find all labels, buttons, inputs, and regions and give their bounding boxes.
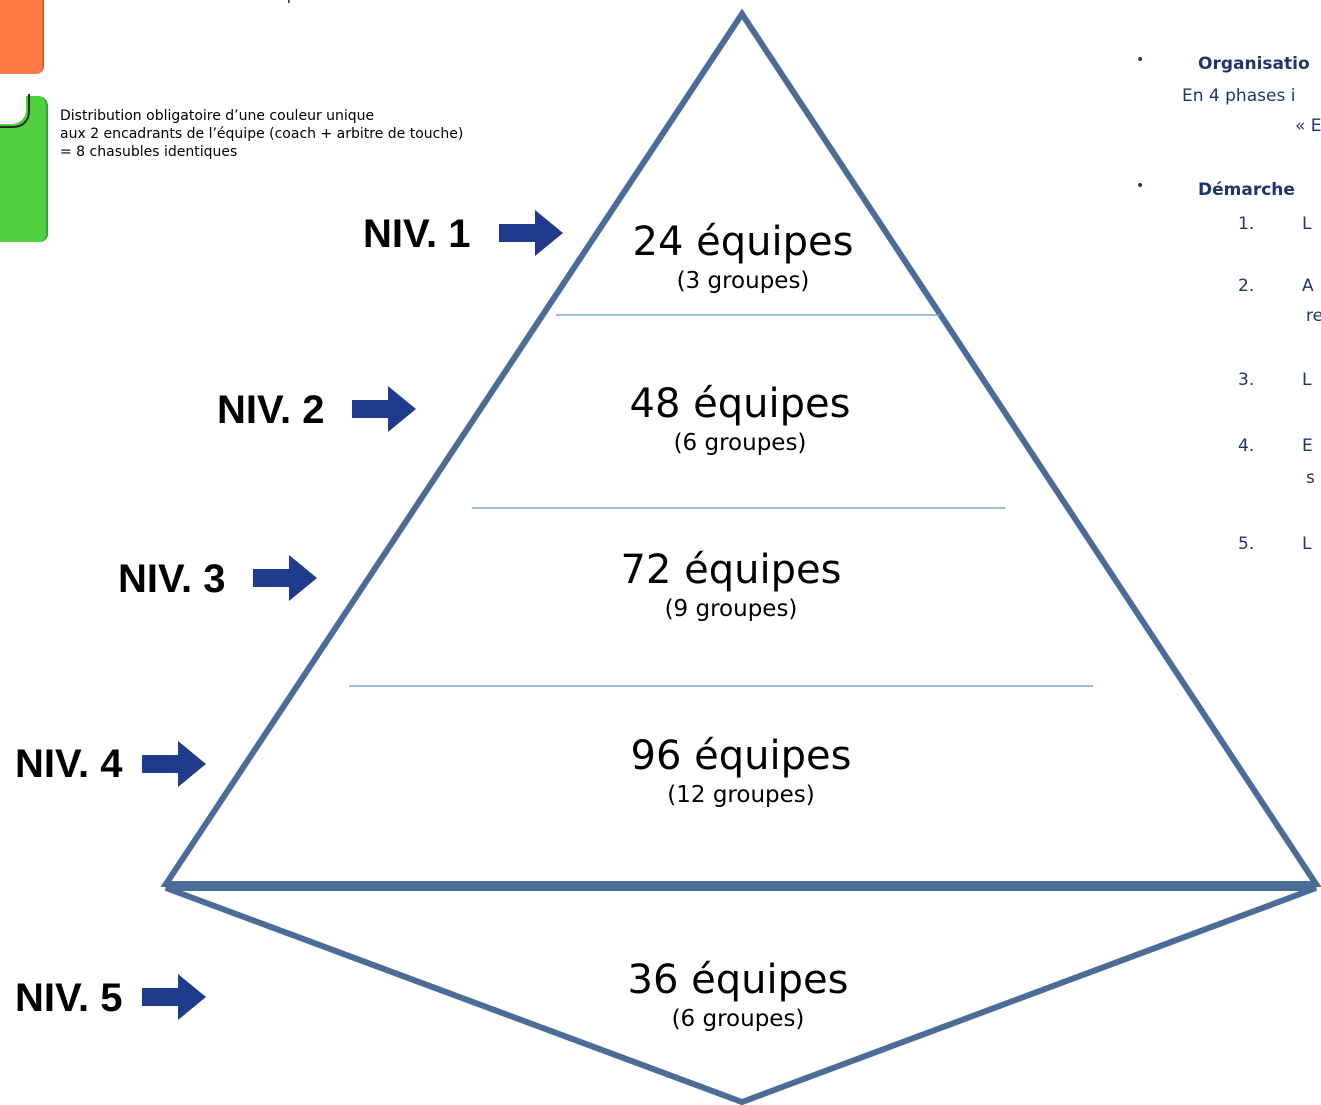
level-1-arrow-icon — [499, 210, 563, 256]
green-bib-line-3: = 8 chasubles identiques — [60, 144, 238, 160]
level-5-group-count: (6 groupes) — [671, 1006, 805, 1032]
step-number: 3. — [1238, 370, 1255, 390]
green-bib-icon — [0, 94, 48, 242]
step-2-continuation: re — [1306, 306, 1321, 326]
level-1-teams: 24 équipes (3 groupes) — [543, 218, 943, 296]
step-number: 2. — [1238, 276, 1255, 296]
level-5-arrow-icon — [142, 974, 206, 1020]
level-2-label: NIV. 2 — [217, 388, 325, 432]
level-4-label: NIV. 4 — [15, 742, 123, 786]
bullet-dot-icon: • — [1136, 52, 1145, 68]
step-text: L — [1302, 534, 1312, 554]
bullet-dot-icon: • — [1136, 178, 1145, 194]
green-bib-line-2: aux 2 encadrants de l’équipe (coach + ar… — [60, 126, 464, 142]
level-5-label: NIV. 5 — [15, 976, 123, 1020]
level-3-arrow-icon — [253, 555, 317, 601]
level-3-team-count: 72 équipes — [620, 547, 842, 593]
step-text: E — [1302, 436, 1313, 456]
level-2-group-count: (6 groupes) — [673, 430, 807, 456]
level-1-team-count: 24 équipes — [632, 219, 854, 265]
pyramid-triangle — [160, 8, 1321, 887]
step-number: 5. — [1238, 534, 1255, 554]
legend-top-partial-text: p — [287, 0, 296, 4]
level-4-arrow-icon — [142, 741, 206, 787]
step-number: 4. — [1238, 436, 1255, 456]
level-1-group-count: (3 groupes) — [676, 268, 810, 294]
level-4-teams: 96 équipes (12 groupes) — [541, 732, 941, 810]
level-1-label: NIV. 1 — [363, 212, 471, 256]
level-4-group-count: (12 groupes) — [667, 782, 815, 808]
level-5-teams: 36 équipes (6 groupes) — [538, 956, 938, 1034]
level-4-team-count: 96 équipes — [630, 733, 852, 779]
step-number: 1. — [1238, 214, 1255, 234]
step-text: L — [1302, 370, 1312, 390]
level-3-label: NIV. 3 — [118, 557, 226, 601]
step-4-continuation: s — [1306, 468, 1315, 488]
step-text: L — [1302, 214, 1312, 234]
green-bib-line-1: Distribution obligatoire d’une couleur u… — [60, 108, 375, 124]
bullet-1-line-3: « E — [1295, 116, 1321, 136]
level-2-arrow-icon — [352, 386, 416, 432]
bullet-1-title: Organisatio — [1198, 54, 1310, 74]
step-text: A — [1302, 276, 1314, 296]
bullet-2-title: Démarche — [1198, 180, 1295, 200]
inverted-triangle — [164, 885, 1318, 1105]
green-bib-description: Distribution obligatoire d’une couleur u… — [60, 107, 463, 161]
level-2-team-count: 48 équipes — [629, 381, 851, 427]
level-3-teams: 72 équipes (9 groupes) — [531, 546, 931, 624]
level-3-group-count: (9 groupes) — [664, 596, 798, 622]
level-5-team-count: 36 équipes — [627, 957, 849, 1003]
bullet-1-line-2: En 4 phases i — [1182, 86, 1296, 106]
level-2-teams: 48 équipes (6 groupes) — [540, 380, 940, 458]
orange-bib-icon — [0, 0, 44, 74]
